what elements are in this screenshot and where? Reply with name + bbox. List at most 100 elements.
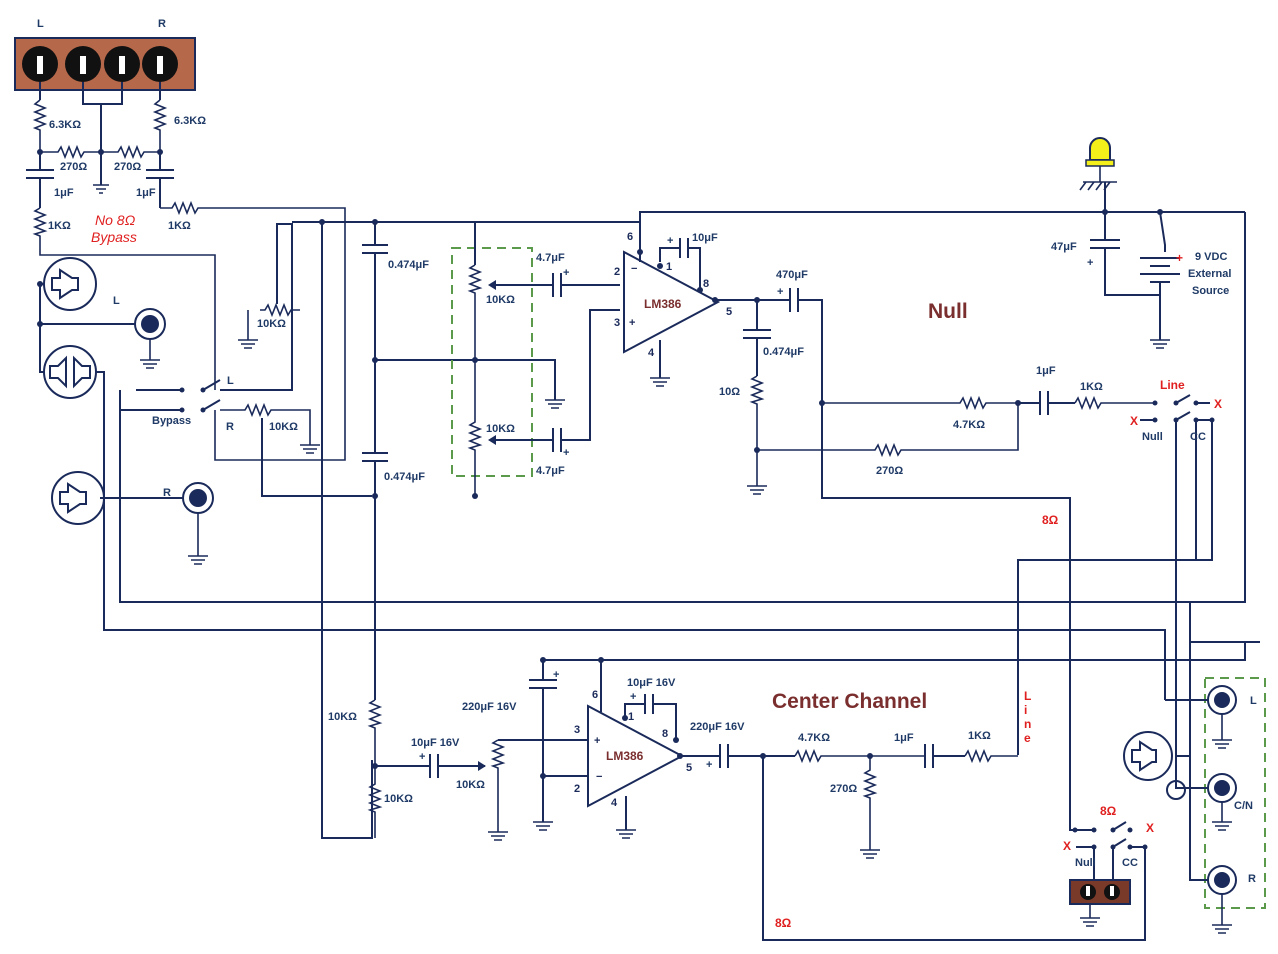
dual-pot-group: [451, 247, 533, 477]
label-c-10uf-16: 10μF 16V: [411, 737, 460, 749]
led-indicator: [1079, 137, 1117, 191]
pin-4-top: 4: [648, 347, 655, 359]
label-c-0474-b: 0.474μF: [384, 471, 425, 483]
output-jack-l: [1207, 685, 1237, 749]
input-jack-r: [182, 482, 214, 565]
pin-5-bot: 5: [686, 762, 692, 774]
label-c-10uf-top: 10μF: [692, 232, 718, 244]
label-ext-2: External: [1188, 268, 1231, 280]
label-c-1uf-top: 1μF: [1036, 365, 1056, 377]
label-null-sw: Null: [1142, 431, 1163, 443]
label-out-r: R: [1248, 873, 1256, 885]
label-c-470: 470μF: [776, 269, 808, 281]
label-x-c: X: [1146, 821, 1154, 835]
plus-470: +: [777, 286, 783, 298]
label-r-47k-top: 4.7KΩ: [953, 419, 985, 431]
label-x-b: X: [1130, 414, 1138, 428]
plus-10uf-top: +: [667, 235, 673, 247]
label-r-1k-bot: 1KΩ: [968, 730, 991, 742]
label-r-270-bot: 270Ω: [830, 783, 857, 795]
plus-battery: +: [1176, 251, 1183, 265]
label-pot-10k-b: 10KΩ: [269, 421, 298, 433]
label-x-d: X: [1063, 839, 1071, 853]
output-jack-group: [1204, 677, 1266, 909]
label-plus-a: +: [563, 267, 569, 279]
label-l-top: L: [37, 18, 44, 30]
minus-top: −: [631, 263, 637, 275]
label-r-10: 10Ω: [719, 386, 740, 398]
label-270-a: 270Ω: [60, 161, 87, 173]
pin-2-bot: 2: [574, 783, 580, 795]
pin-2-top: 2: [614, 266, 620, 278]
label-plus-b: +: [563, 447, 569, 459]
pin-8-top: 8: [703, 278, 709, 290]
minus-bot: −: [596, 771, 602, 783]
label-pot-10k-a: 10KΩ: [257, 318, 286, 330]
label-6-3k-left: 6.3KΩ: [49, 119, 81, 131]
plus-47uf: +: [1087, 257, 1093, 269]
input-jack-l: [134, 308, 166, 369]
label-1uf-left: 1μF: [54, 187, 74, 199]
pin-6-top: 6: [627, 231, 633, 243]
label-r-10k-b: 10KΩ: [384, 793, 413, 805]
output-jack-r: [1207, 865, 1237, 934]
label-270-b: 270Ω: [114, 161, 141, 173]
label-1k-left: 1KΩ: [48, 220, 71, 232]
pin-3-top: 3: [614, 317, 620, 329]
label-r-47k-bot: 4.7KΩ: [798, 732, 830, 744]
label-r-1k-top: 1KΩ: [1080, 381, 1103, 393]
label-ext-3: Source: [1192, 285, 1229, 297]
label-no8-bypass-2: Bypass: [91, 229, 137, 245]
label-pot-10k-d: 10KΩ: [486, 423, 515, 435]
label-line-top: Line: [1160, 378, 1185, 392]
label-bypass: Bypass: [152, 415, 191, 427]
label-sw-l: L: [227, 375, 234, 387]
speaker-symbol-right: [1123, 731, 1186, 800]
speaker-symbol-top: [43, 257, 97, 311]
output-terminal-block: [1069, 879, 1131, 905]
label-8ohm-b: 8Ω: [1100, 804, 1117, 818]
pin-5-top: 5: [726, 306, 732, 318]
label-c-47-b: 4.7μF: [536, 465, 565, 477]
label-lm386-bot: LM386: [606, 749, 644, 763]
label-c-220-left: 220μF 16V: [462, 701, 517, 713]
label-r-top: R: [158, 18, 166, 30]
pin-1-bot: 1: [628, 711, 634, 723]
pin-3-bot: 3: [574, 724, 580, 736]
lm386-top-amp: [623, 250, 721, 354]
speaker-symbol-mid: [43, 345, 97, 399]
label-c-0474-out: 0.474μF: [763, 346, 804, 358]
plus-10uf-16: +: [419, 751, 425, 763]
label-out-l: L: [1250, 695, 1257, 707]
label-r-270-top: 270Ω: [876, 465, 903, 477]
label-cc-sw: CC: [1190, 431, 1206, 443]
input-terminal-block: [14, 37, 196, 91]
label-pot-10k-c: 10KΩ: [486, 294, 515, 306]
plus-c10uf-bot: +: [630, 691, 636, 703]
label-r-10k-a: 10KΩ: [328, 711, 357, 723]
label-null-sw2: Null: [1075, 857, 1096, 869]
pin-1-top: 1: [666, 261, 672, 273]
label-out-cn: C/N: [1234, 800, 1253, 812]
label-c-0474-a: 0.474μF: [388, 259, 429, 271]
plus-top: +: [629, 317, 635, 329]
speaker-symbol-bottom: [51, 471, 105, 525]
label-jack-r: R: [163, 487, 171, 499]
plus-220-left: +: [553, 669, 559, 681]
label-8ohm-a: 8Ω: [1042, 513, 1059, 527]
plus-220-right: +: [706, 759, 712, 771]
label-8ohm-c: 8Ω: [775, 916, 792, 930]
label-ext-1: 9 VDC: [1195, 251, 1227, 263]
label-1k-right: 1KΩ: [168, 220, 191, 232]
label-c-47uf: 47μF: [1051, 241, 1077, 253]
label-x-a: X: [1214, 397, 1222, 411]
center-title: Center Channel: [772, 690, 927, 713]
label-1uf-right: 1μF: [136, 187, 156, 199]
output-jack-cn: [1207, 773, 1237, 831]
null-title: Null: [928, 300, 968, 323]
label-sw-r: R: [226, 421, 234, 433]
label-lm386-top: LM386: [644, 297, 682, 311]
plus-bot: +: [594, 735, 600, 747]
label-pot-10k-e: 10KΩ: [456, 779, 485, 791]
